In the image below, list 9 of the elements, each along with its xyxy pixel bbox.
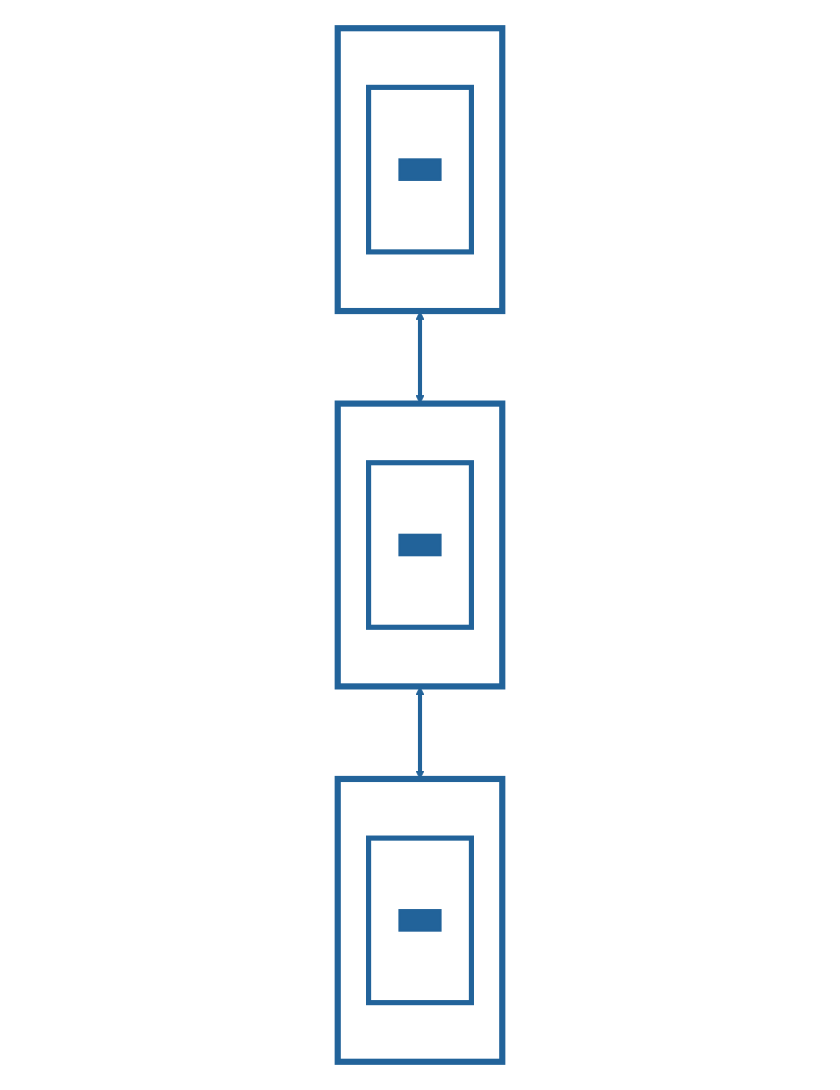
cluster — [366, 460, 474, 630]
cluster — [334, 775, 506, 1065]
cluster — [334, 25, 506, 315]
cluster — [334, 400, 506, 690]
node-box — [398, 909, 442, 932]
node-box — [398, 533, 442, 557]
cluster — [366, 835, 474, 1006]
node-box — [398, 158, 442, 181]
cluster — [366, 84, 474, 255]
